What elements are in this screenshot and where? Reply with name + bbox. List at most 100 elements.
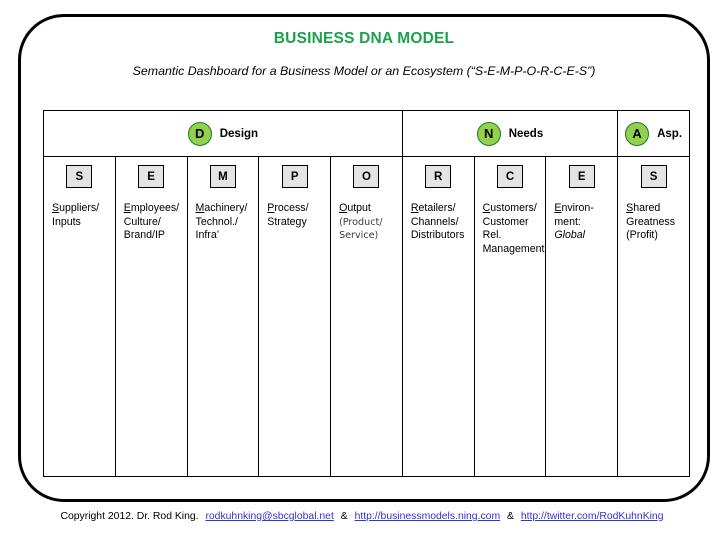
column-text-rest: mployees/ xyxy=(130,202,180,214)
group-circle-icon: A xyxy=(625,121,650,146)
column-text-line: Retailers/ xyxy=(411,202,468,216)
dna-column-cell[interactable]: M Machinery/Technol./Infra’ xyxy=(186,156,260,477)
column-text-line: Customers/ xyxy=(483,202,540,216)
group-label: Needs xyxy=(508,127,544,140)
column-text-line: Technol./ xyxy=(196,216,253,230)
column-letter-box: S xyxy=(640,165,667,188)
column-letter-box: O xyxy=(353,165,380,188)
column-letter-box: E xyxy=(568,165,595,188)
footer-twitter-link[interactable]: http://twitter.com/RodKuhnKing xyxy=(520,511,664,522)
column-text-rest: Brand/IP xyxy=(123,229,165,242)
column-text-line: Service) xyxy=(339,229,396,243)
column-text-line: Output xyxy=(339,202,396,216)
column-text-line: Shared xyxy=(626,202,683,216)
group-header-cell: A Asp. xyxy=(617,110,690,157)
column-text-line: ment: xyxy=(554,216,611,230)
column-text-initial: E xyxy=(123,202,131,214)
page-title: BUSINESS DNA MODEL xyxy=(273,30,455,47)
group-circle-icon: D xyxy=(187,121,212,146)
column-text-line: Global xyxy=(554,229,611,243)
column-text: Customers/Customer Rel.Management xyxy=(481,202,545,257)
column-letter-box: R xyxy=(425,165,452,188)
column-text-rest: Technol./ xyxy=(195,215,238,228)
column-text-line: Brand/IP xyxy=(124,229,181,243)
column-text: Process/Strategy xyxy=(265,202,324,229)
column-text-line: Process/ xyxy=(267,202,324,216)
column-text-line: Employees/ xyxy=(124,202,181,216)
column-text-line: Customer Rel. xyxy=(483,216,540,243)
column-text-rest: utput xyxy=(347,202,371,214)
column-text: Output(Product/Service) xyxy=(337,202,396,243)
column-text-rest: achinery/ xyxy=(204,202,248,214)
group-label: Asp. xyxy=(657,127,683,140)
column-body: S Suppliers/Inputs xyxy=(44,157,115,476)
dna-column-cell[interactable]: S Suppliers/Inputs xyxy=(43,156,116,477)
column-text-rest: ustomers/ xyxy=(490,202,537,214)
footer-ning-link[interactable]: http://businessmodels.ning.com xyxy=(354,511,501,522)
footer-email-link[interactable]: rodkuhnking@sbcglobal.net xyxy=(205,511,334,522)
column-text-initial: S xyxy=(626,202,634,214)
column-text: Machinery/Technol./Infra’ xyxy=(194,202,253,243)
column-text: Suppliers/Inputs xyxy=(50,202,109,229)
column-text-line: (Profit) xyxy=(626,229,683,243)
column-text-line: Channels/ xyxy=(411,216,468,230)
column-text-line: (Product/ xyxy=(339,216,396,230)
column-text-line: Culture/ xyxy=(124,216,181,230)
column-letter-box: C xyxy=(496,165,523,188)
column-text-rest: etailers/ xyxy=(418,202,456,214)
column-text-line: Management xyxy=(483,243,545,257)
column-text-rest: Infra’ xyxy=(195,229,220,242)
column-text-rest: rocess/ xyxy=(274,202,309,214)
footer-credits: Copyright 2012. Dr. Rod King. rodkuhnkin… xyxy=(0,511,728,522)
column-letter-box: M xyxy=(209,165,236,188)
column-text-rest: Channels/ xyxy=(410,215,459,228)
column-text-rest: Culture/ xyxy=(123,215,161,228)
column-letter-box: E xyxy=(138,165,165,188)
column-text-initial: E xyxy=(554,202,562,214)
column-text: Retailers/Channels/Distributors xyxy=(409,202,468,243)
column-text-rest: (Profit) xyxy=(626,229,658,242)
column-text-rest: Inputs xyxy=(52,215,81,228)
column-text-line: Greatness xyxy=(626,216,683,230)
column-text-line: Suppliers/ xyxy=(52,202,109,216)
column-letter-box: S xyxy=(66,165,93,188)
column-text-line: Infra’ xyxy=(196,229,253,243)
column-text-initial: O xyxy=(339,202,348,214)
column-text-rest: Management xyxy=(482,242,545,255)
column-text-rest: Customer Rel. xyxy=(482,215,529,242)
footer-separator-1: & xyxy=(340,511,348,522)
column-text-initial: R xyxy=(410,202,419,214)
column-letter-box: P xyxy=(281,165,308,188)
column-text-initial: P xyxy=(267,202,275,214)
column-text-initial: C xyxy=(482,202,491,214)
column-text-rest: Strategy xyxy=(267,215,307,228)
column-text-rest: hared xyxy=(633,202,661,214)
column-text-rest: ment: xyxy=(554,215,581,228)
group-header: A Asp. xyxy=(618,121,689,146)
column-text-line: Environ- xyxy=(554,202,611,216)
column-text-line: Inputs xyxy=(52,216,109,230)
